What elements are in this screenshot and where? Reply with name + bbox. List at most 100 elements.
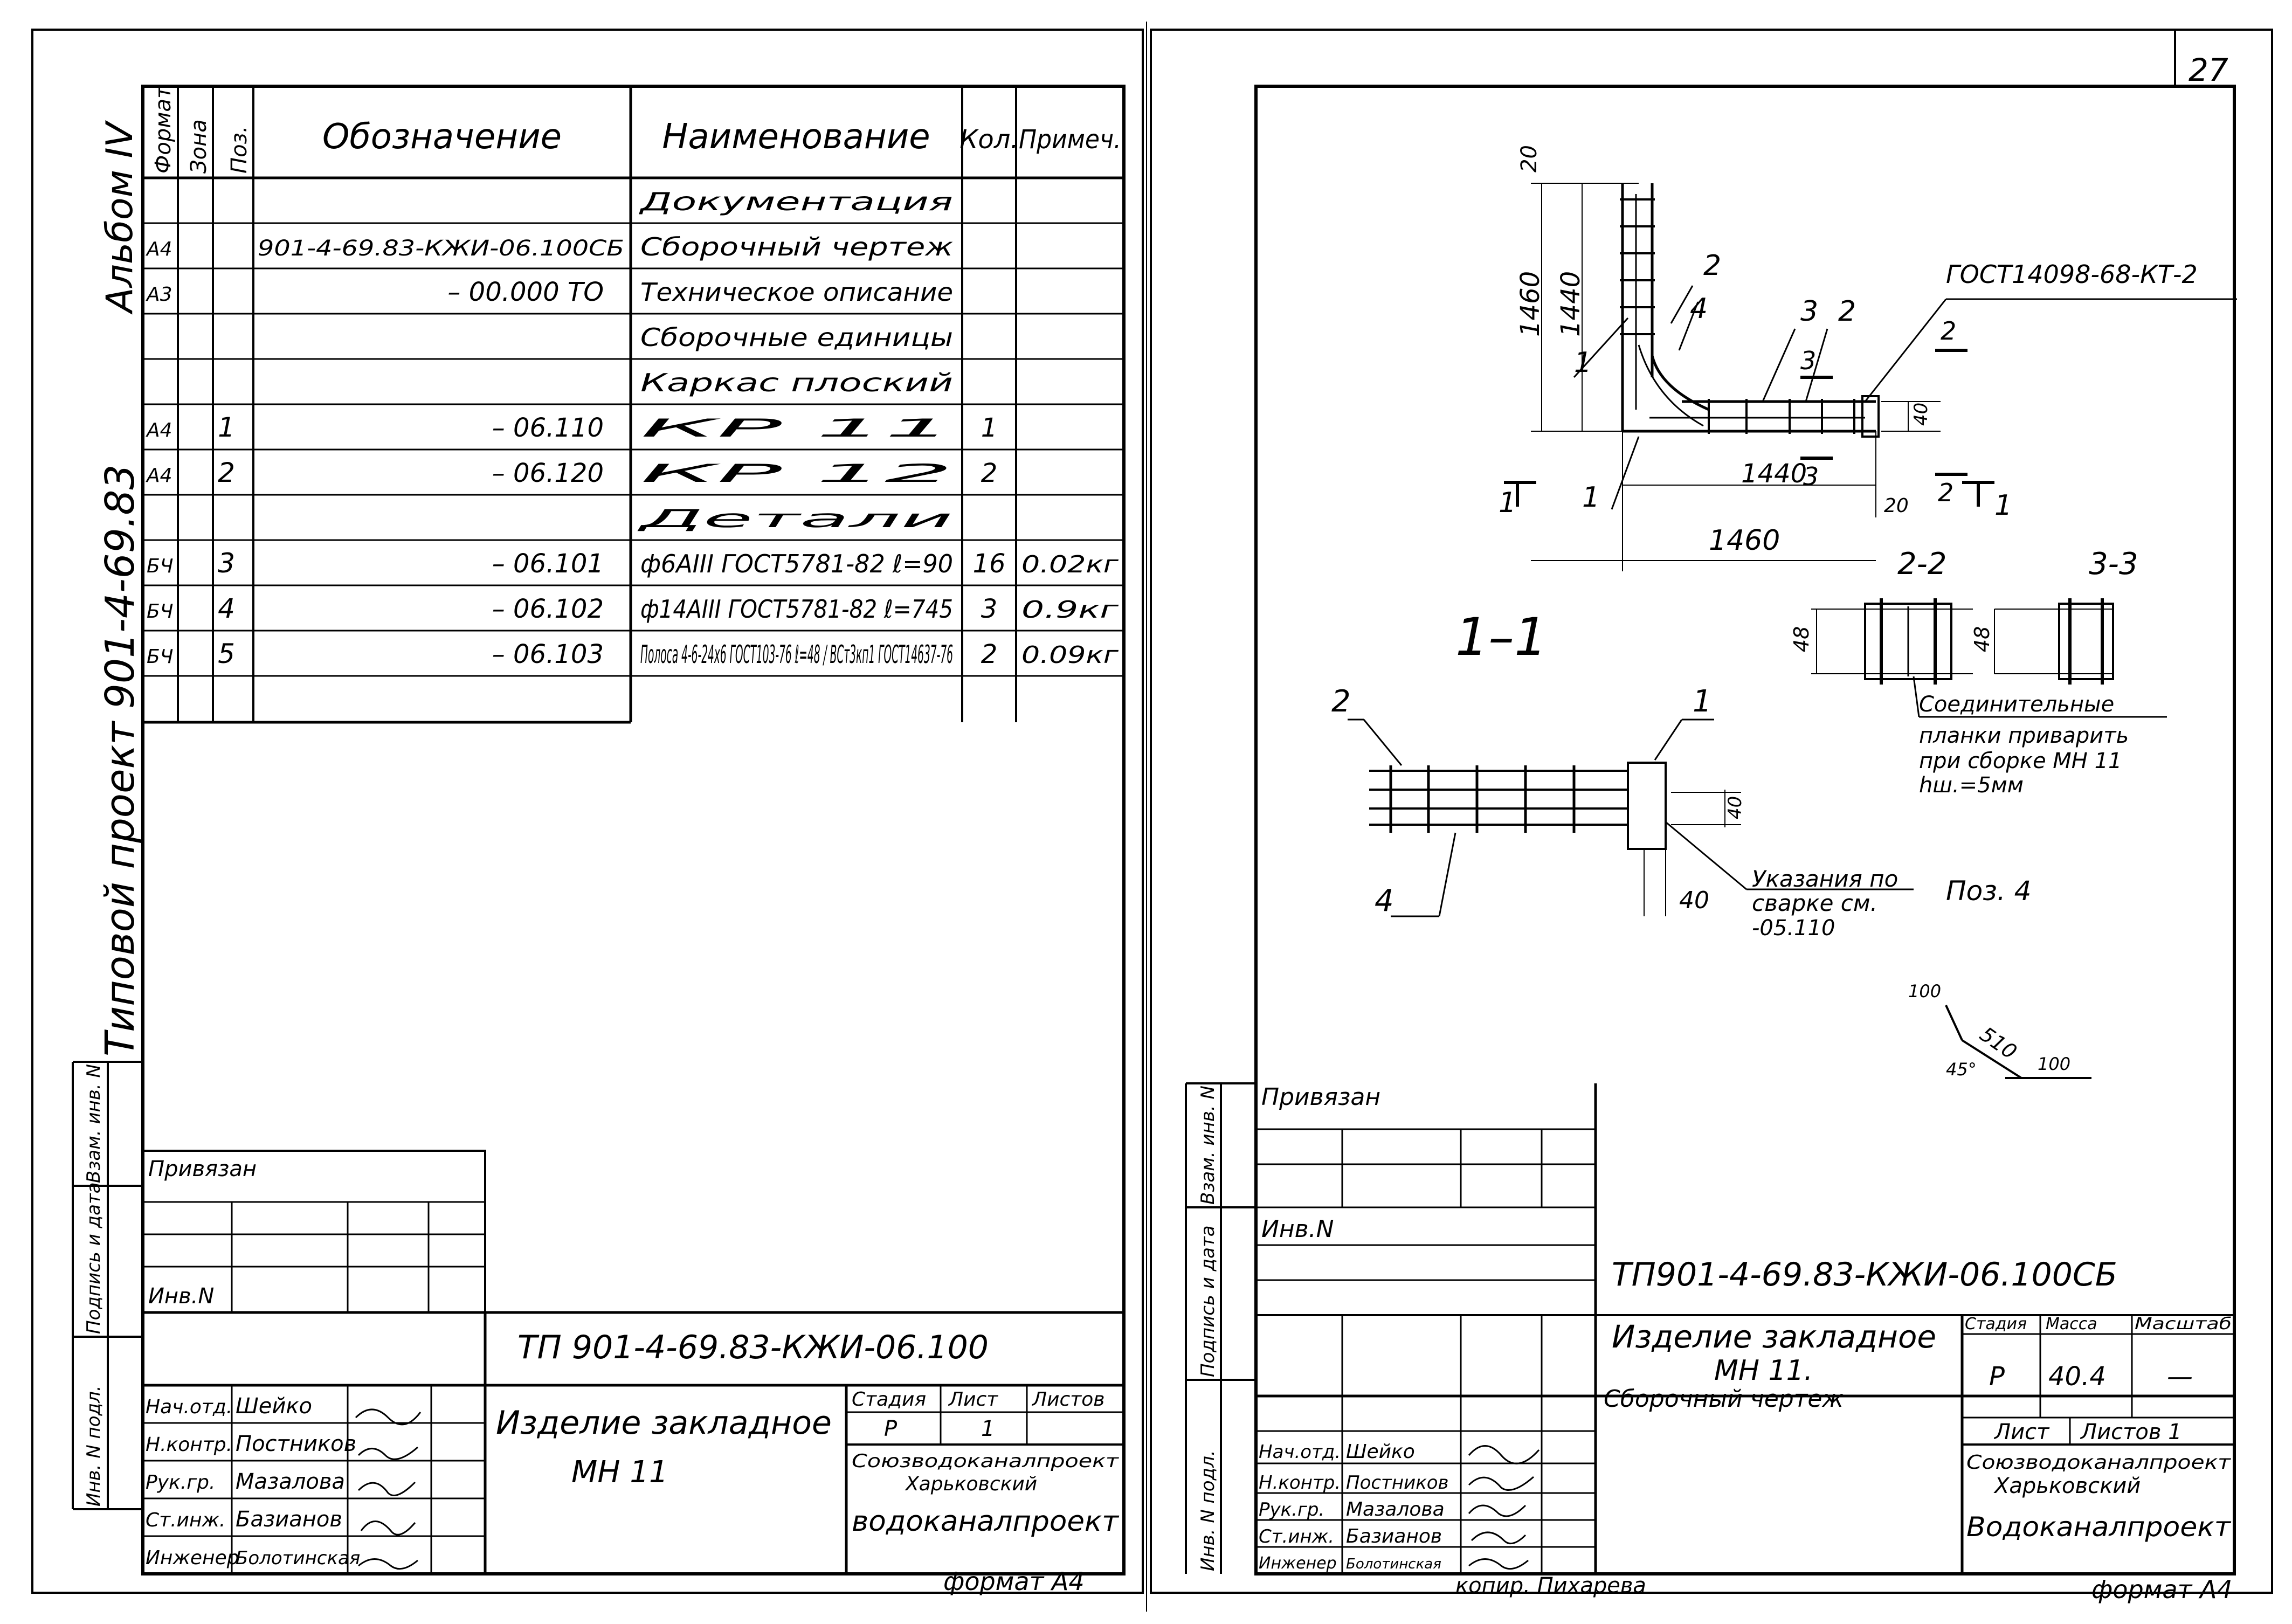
left-sheet-label: Лист [948, 1388, 998, 1411]
spec-cell-note: 0.02кг [1021, 551, 1119, 578]
left-outer-frame [31, 29, 1144, 1594]
spec-header-pos: Поз. [227, 126, 252, 174]
plan-view [1504, 183, 2237, 571]
spec-cell-name: Документация [639, 187, 953, 216]
project-vertical-label: Типовой проект 901-4-69.83 [97, 464, 143, 1056]
right-sheets-label: Листов 1 [2080, 1420, 2182, 1445]
right-tb-title3: Сборочный чертеж [1604, 1385, 1844, 1413]
spec-cell-qty: 2 [981, 458, 998, 488]
spec-cell-pos: 3 [218, 548, 235, 579]
label-1-section: 1 [1693, 684, 1712, 719]
spec-cell-name: Сборочные единицы [640, 323, 953, 352]
right-scale-label: Масштаб [2135, 1315, 2232, 1333]
weld-line1: Указания по [1752, 866, 1898, 892]
dim-40-section: 40 [1679, 887, 1709, 914]
spec-cell-designation: – 06.120 [492, 458, 604, 488]
right-stamp-zam-inv: Взам. инв. N [1197, 1086, 1219, 1205]
left-stamp-inv-podl: Инв. N подл. [83, 1385, 105, 1506]
weld-line3: -05.110 [1752, 916, 1835, 941]
left-org2: Харьковский [905, 1473, 1037, 1495]
spec-cell-format: БЧ [147, 646, 173, 668]
dim-1460-vertical: 1460 [1515, 271, 1545, 337]
spec-row: Детали [637, 504, 953, 533]
right-tb-code: ТП901-4-69.83-КЖИ-06.100СБ [1612, 1256, 2117, 1294]
poz4-dim-510: 510 [1976, 1022, 2021, 1064]
spec-cell-name: Техническое описание [640, 278, 953, 307]
sheet-number-box [2174, 30, 2234, 87]
spec-cell-name: Полоса 4-6-24х6 ГОСТ103-76 ℓ=48 / ВСт3кп… [640, 640, 953, 669]
copier-label: копир. Пихарева [1455, 1573, 1646, 1598]
spec-row: Документация [639, 187, 953, 216]
left-name-2: Мазалова [236, 1469, 345, 1494]
dim-1440-vertical: 1440 [1556, 271, 1586, 337]
spec-cell-name: Каркас плоский [640, 368, 953, 397]
spec-cell-pos: 4 [218, 593, 235, 624]
section-1-1-view [1348, 718, 1914, 917]
specification-table [143, 86, 1124, 724]
note-line2: планки приварить [1919, 723, 2129, 748]
left-role-0: Нач.отд. [146, 1396, 232, 1418]
right-mass-label: Масса [2046, 1315, 2097, 1333]
spec-cell-pos: 2 [218, 457, 235, 488]
left-tb-code: ТП 901-4-69.83-КЖИ-06.100 [517, 1329, 989, 1366]
dim-40-plan: 40 [1910, 403, 1932, 426]
left-sheet: 1 [981, 1416, 995, 1441]
left-role-1: Н.контр. [146, 1434, 232, 1456]
dim-1440-horizontal: 1440 [1741, 459, 1807, 489]
gost-callout: ГОСТ14098-68-КТ-2 [1946, 260, 2198, 289]
right-tb-title1: Изделие закладное [1612, 1318, 1936, 1355]
dim-20-top: 20 [1517, 145, 1542, 172]
spec-cell-qty: 1 [981, 413, 998, 443]
dim-20-right: 20 [1884, 495, 1909, 517]
right-tb-title2: МН 11. [1714, 1355, 1813, 1387]
label-4-section: 4 [1375, 883, 1394, 918]
right-mass: 40.4 [2048, 1362, 2106, 1392]
right-name-4: Болотинская [1346, 1556, 1441, 1572]
label-1-upper: 1 [1574, 347, 1592, 379]
right-format-label: формат А4 [2091, 1575, 2233, 1604]
section-3-3-title: 3-3 [2089, 547, 2138, 582]
left-titleblock [142, 1150, 1124, 1574]
right-privyazan: Привязан [1261, 1083, 1380, 1111]
right-role-1: Н.контр. [1259, 1472, 1341, 1494]
right-outer-frame [1150, 29, 2273, 1594]
spec-header-designation: Обозначение [322, 117, 562, 157]
left-name-1: Постников [236, 1432, 356, 1456]
right-org2: Харьковский [1993, 1474, 2141, 1498]
spec-cell-format: БЧ [147, 600, 173, 623]
dim-40-section-v: 40 [1724, 796, 1746, 819]
spec-cell-designation: – 06.102 [492, 594, 604, 624]
spec-cell-name: Сборочный чертеж [640, 232, 954, 261]
left-stamp-podpis: Подпись и дата [83, 1182, 105, 1334]
left-side-stamp [72, 1061, 143, 1510]
left-org1: Союзводоканалпроект [852, 1450, 1119, 1472]
spec-cell-name: ф14АIII ГОСТ5781-82 ℓ=745 [640, 595, 953, 624]
label-2-upper: 2 [1703, 250, 1721, 282]
spec-cell-format: А4 [146, 238, 172, 260]
note-line3: при сборке МН 11 [1919, 749, 2122, 773]
section-2-2-title: 2-2 [1897, 547, 1946, 582]
right-role-0: Нач.отд. [1259, 1441, 1341, 1463]
label-3-plan: 3 [1800, 295, 1818, 328]
right-sheet-label: Лист [1993, 1420, 2050, 1445]
right-name-1: Постников [1346, 1472, 1449, 1494]
right-role-2: Рук.гр. [1259, 1499, 1324, 1521]
spec-header-qty: Кол. [959, 125, 1018, 155]
left-tb-title2: МН 11 [571, 1455, 668, 1490]
spec-cell-designation: – 06.103 [492, 639, 604, 669]
left-inner-frame [141, 85, 1126, 1575]
spec-cell-name: ф6АIII ГОСТ5781-82 ℓ=90 [640, 549, 953, 578]
left-privyazan: Привязан [148, 1157, 257, 1181]
left-stamp-zam-inv: Взам. инв. N [83, 1064, 105, 1183]
section-2-top: 2 [1941, 316, 1956, 345]
poz4-dim-45: 45° [1946, 1059, 1977, 1080]
right-name-2: Мазалова [1346, 1498, 1445, 1521]
right-inv: Инв.N [1261, 1215, 1334, 1243]
left-inv: Инв.N [148, 1284, 214, 1309]
